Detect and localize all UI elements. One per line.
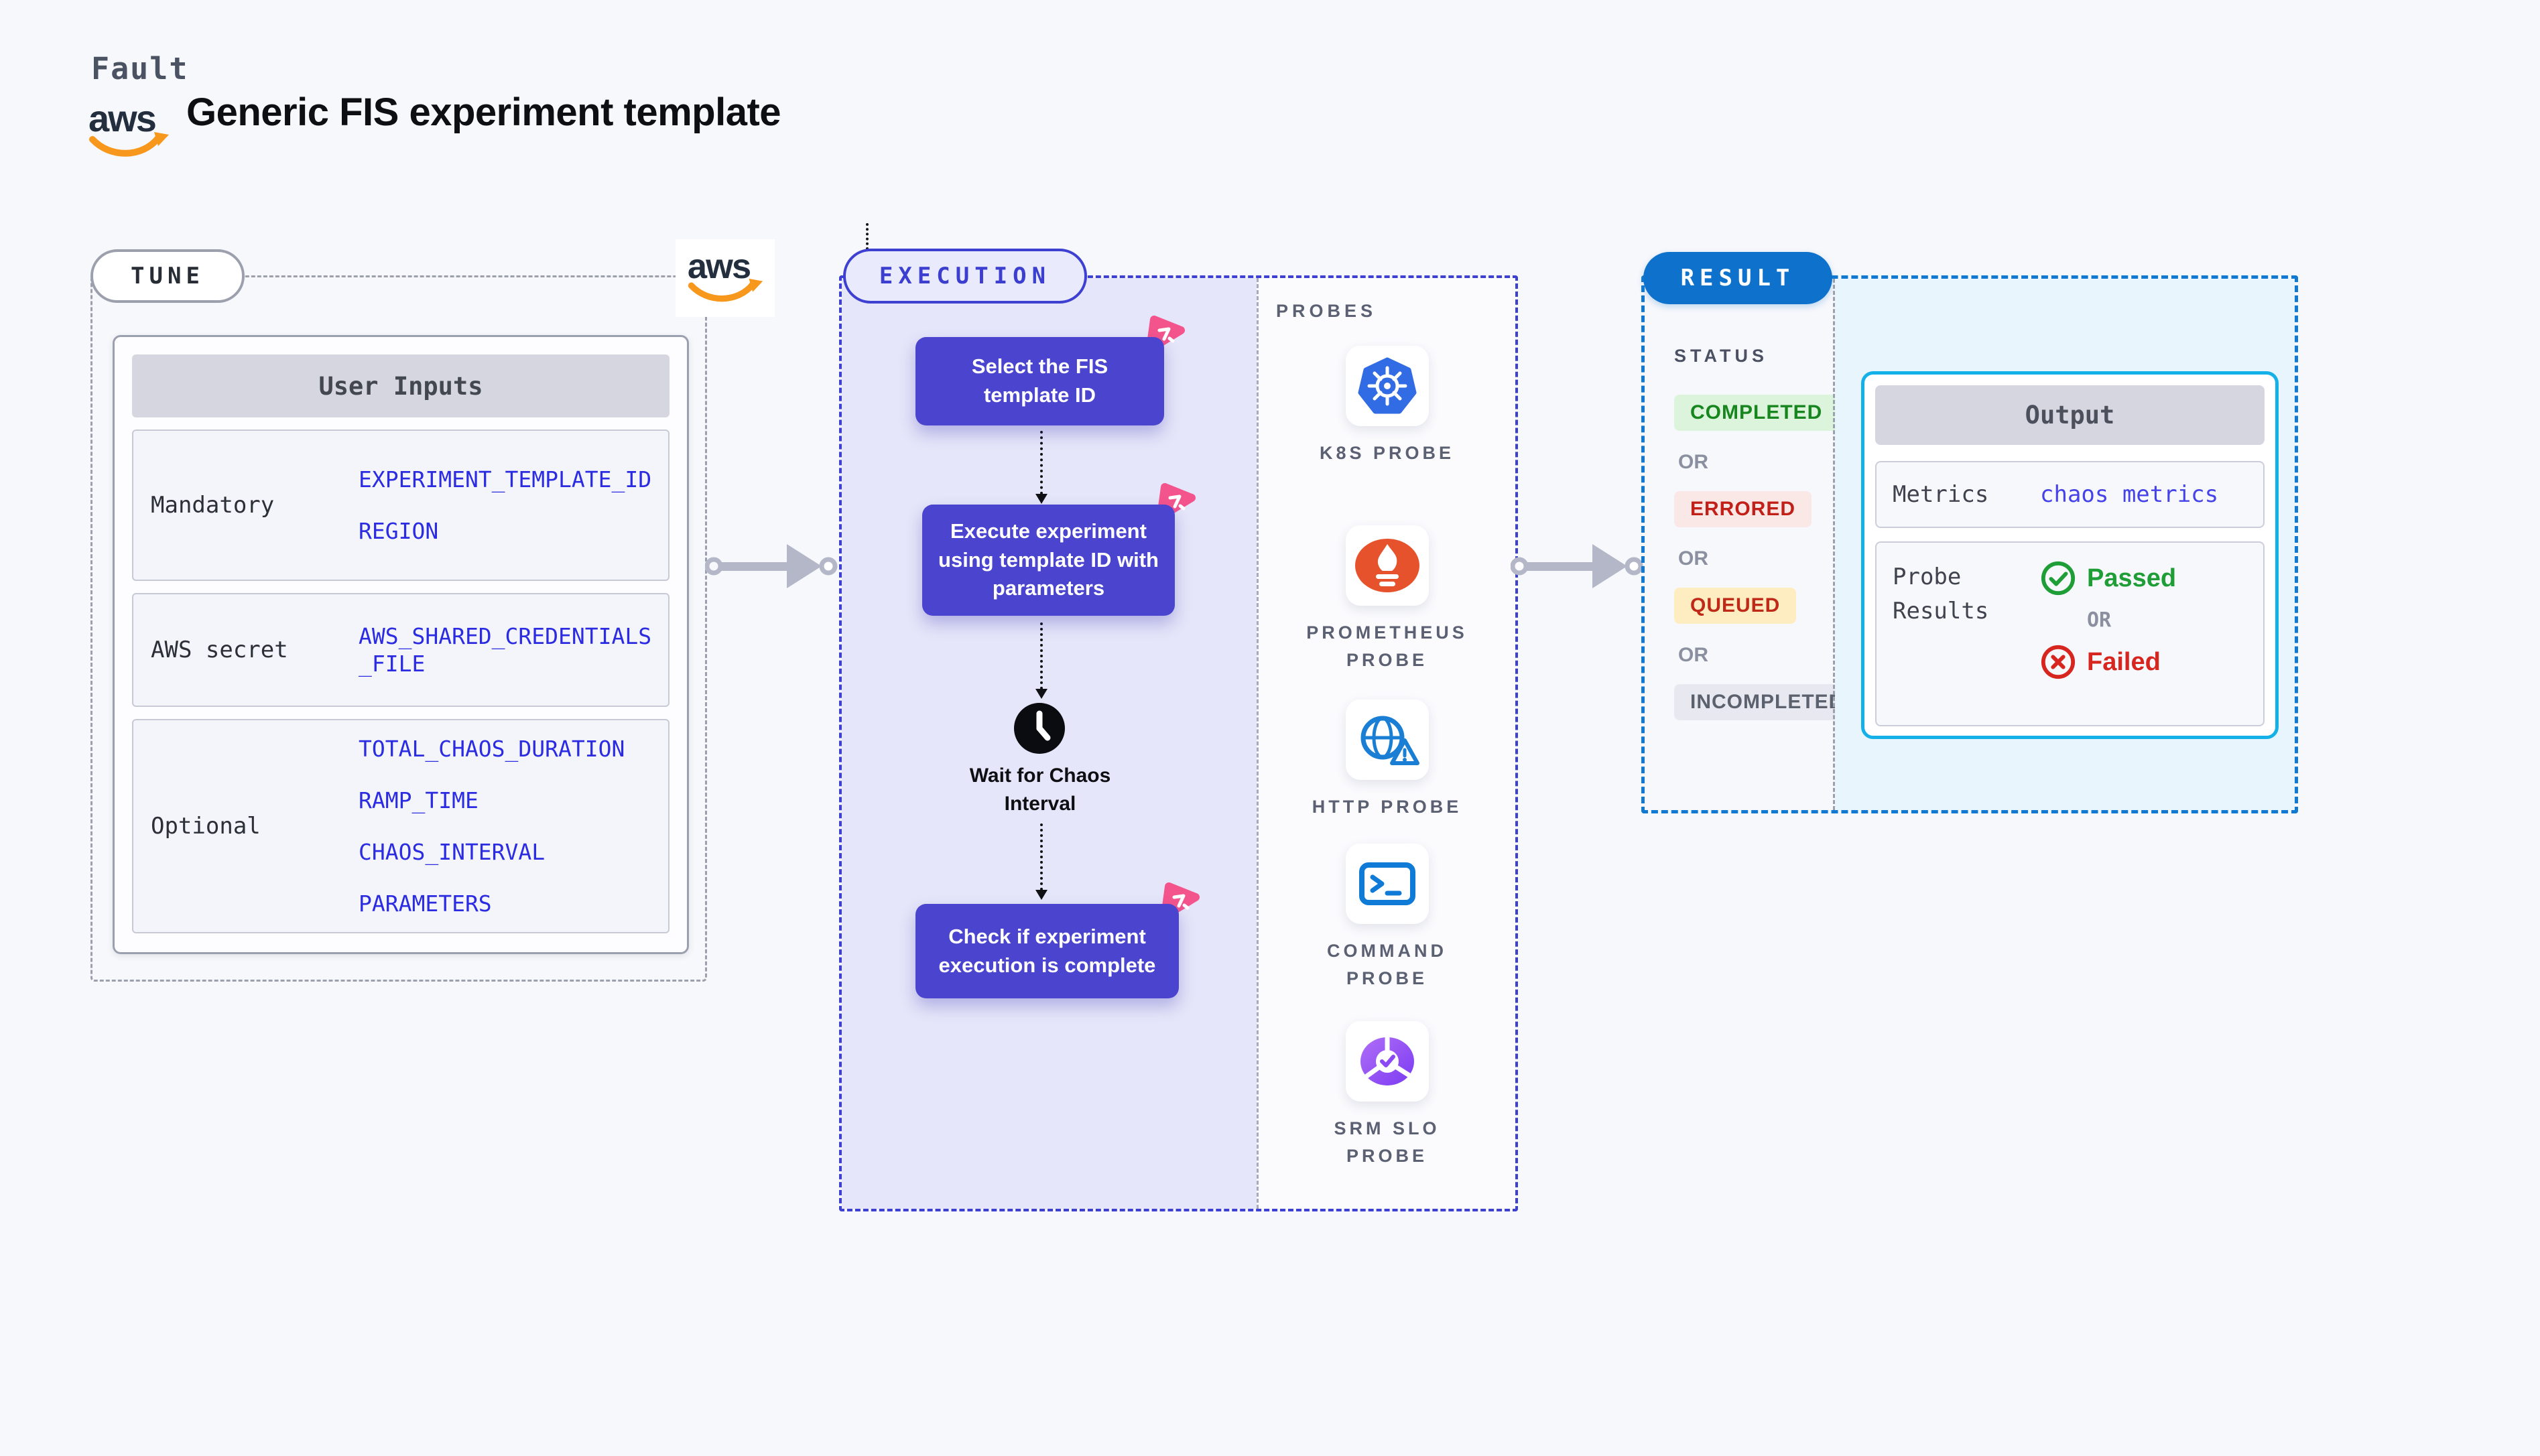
aws-smile-icon xyxy=(89,135,162,157)
aws-logo: aws xyxy=(88,97,169,157)
probe-card xyxy=(1345,346,1429,426)
probe-item-prometheus: PROMETHEUS PROBE xyxy=(1259,525,1515,673)
clock-icon xyxy=(1014,703,1065,754)
status-title: STATUS xyxy=(1674,346,1768,366)
probes-title: PROBES xyxy=(1276,301,1377,321)
user-inputs-header: User Inputs xyxy=(132,354,670,417)
input-value: TOTAL_CHAOS_DURATION xyxy=(359,735,625,762)
aws-logo-small: aws xyxy=(688,247,763,302)
probe-label: COMMAND PROBE xyxy=(1327,941,1447,988)
table-row-optional: Optional TOTAL_CHAOS_DURATION RAMP_TIME … xyxy=(132,719,670,933)
execution-section: PROBES K8S P xyxy=(839,223,1518,1211)
probe-card xyxy=(1345,700,1429,780)
check-circle-icon xyxy=(2041,561,2076,596)
brand-label: Fault xyxy=(91,51,189,86)
or-separator: OR xyxy=(1678,451,1708,473)
terminal-icon xyxy=(1358,862,1415,905)
slo-pie-check-icon xyxy=(1360,1037,1414,1085)
globe-alert-icon xyxy=(1360,716,1419,765)
aws-logo-patch: aws xyxy=(676,239,775,317)
status-column: STATUS COMPLETED OR ERRORED OR QUEUED OR… xyxy=(1645,279,1860,810)
aws-smile-arrow-icon xyxy=(154,132,169,146)
probe-label: SRM SLO PROBE xyxy=(1334,1118,1440,1166)
prometheus-icon xyxy=(1354,539,1419,592)
failed-line: Failed xyxy=(2040,644,2176,680)
execution-pill: EXECUTION xyxy=(843,249,1087,304)
input-value: RAMP_TIME xyxy=(359,787,479,813)
input-value: AWS_SHARED_CREDENTIALS_FILE xyxy=(359,622,652,677)
result-divider xyxy=(1833,279,1835,810)
status-badge-queued: QUEUED xyxy=(1674,588,1797,624)
row-values: AWS_SHARED_CREDENTIALS_FILE xyxy=(359,594,668,706)
step-label: Check if experiment execution is complet… xyxy=(938,924,1156,977)
row-label: Metrics xyxy=(1893,480,1989,508)
user-inputs-table: User Inputs Mandatory EXPERIMENT_TEMPLAT… xyxy=(113,335,689,954)
step-check-complete: Check if experiment execution is complet… xyxy=(915,904,1179,998)
aws-smile-icon xyxy=(688,281,756,302)
or-separator: OR xyxy=(1678,547,1708,570)
result-pill: RESULT xyxy=(1643,252,1832,304)
tune-section: TUNE aws User Inputs Mandatory EXPERIMEN… xyxy=(90,239,775,982)
aws-smile-arrow-icon xyxy=(749,278,763,292)
input-value: REGION xyxy=(359,518,439,544)
probe-item-command: COMMAND PROBE xyxy=(1259,844,1515,992)
step-label: Execute experiment using template ID wit… xyxy=(938,519,1159,600)
probes-panel: PROBES K8S P xyxy=(1257,278,1515,1209)
flow-arrow-down xyxy=(1035,622,1047,699)
probe-item-k8s: K8S PROBE xyxy=(1259,346,1515,467)
failed-label: Failed xyxy=(2087,647,2161,676)
passed-line: Passed xyxy=(2040,560,2176,596)
flow-arrow-tune-to-execution xyxy=(705,544,838,588)
probe-item-http: HTTP PROBE xyxy=(1259,700,1515,821)
output-table: Output Metrics chaos metrics Probe Resul… xyxy=(1861,371,2279,739)
probe-card xyxy=(1345,525,1429,606)
step-execute-experiment: Execute experiment using template ID wit… xyxy=(922,505,1175,616)
output-row-metrics: Metrics chaos metrics xyxy=(1875,461,2265,528)
aws-logo-text: aws xyxy=(88,97,155,139)
flow-stub-line xyxy=(866,223,869,250)
passed-label: Passed xyxy=(2087,564,2177,592)
flow-arrow-down xyxy=(1035,823,1047,900)
step-select-template: Select the FIS template ID xyxy=(915,337,1164,425)
or-separator: OR xyxy=(1678,644,1708,666)
step-wait-label: Wait for Chaos Interval xyxy=(969,765,1111,815)
step-label: Select the FIS template ID xyxy=(971,354,1108,407)
metrics-value-link: chaos metrics xyxy=(2040,481,2219,508)
probe-card xyxy=(1345,1021,1429,1102)
input-value: EXPERIMENT_TEMPLATE_ID xyxy=(359,466,652,492)
input-value: PARAMETERS xyxy=(359,890,492,917)
probe-results-values: Passed OR Failed xyxy=(2040,560,2176,680)
input-value: CHAOS_INTERVAL xyxy=(359,839,546,865)
tune-pill: TUNE xyxy=(90,249,245,303)
output-column: Output Metrics chaos metrics Probe Resul… xyxy=(1835,279,2295,810)
status-badge-errored: ERRORED xyxy=(1674,491,1812,527)
page-title: Generic FIS experiment template xyxy=(186,90,781,134)
probe-label: HTTP PROBE xyxy=(1312,797,1462,817)
probe-item-srm-slo: SRM SLO PROBE xyxy=(1259,1021,1515,1169)
output-row-probe-results: Probe Results Passed OR xyxy=(1875,541,2265,726)
kubernetes-icon xyxy=(1358,357,1416,414)
row-label: Mandatory xyxy=(151,492,275,519)
table-row-mandatory: Mandatory EXPERIMENT_TEMPLATE_ID REGION xyxy=(132,429,670,581)
or-separator: OR xyxy=(2087,608,2112,632)
row-values: TOTAL_CHAOS_DURATION RAMP_TIME CHAOS_INT… xyxy=(359,720,668,932)
output-header: Output xyxy=(1875,385,2265,445)
flow-arrow-probes-to-result xyxy=(1511,544,1643,588)
row-label: AWS secret xyxy=(151,637,288,663)
result-section: RESULT STATUS COMPLETED OR ERRORED OR QU… xyxy=(1641,252,2298,813)
aws-logo-text: aws xyxy=(688,247,750,286)
table-row-aws-secret: AWS secret AWS_SHARED_CREDENTIALS_FILE xyxy=(132,593,670,707)
probe-label: PROMETHEUS PROBE xyxy=(1306,622,1468,670)
row-label: Optional xyxy=(151,813,261,840)
row-values: EXPERIMENT_TEMPLATE_ID REGION xyxy=(359,431,668,580)
row-label: Probe Results xyxy=(1893,564,1989,624)
probe-label: K8S PROBE xyxy=(1319,443,1455,463)
x-circle-icon xyxy=(2041,645,2076,679)
probe-card xyxy=(1345,844,1429,924)
flow-arrow-down xyxy=(1035,431,1047,504)
status-badge-completed: COMPLETED xyxy=(1674,395,1839,431)
status-badge-incompleted: INCOMPLETED xyxy=(1674,684,1860,720)
